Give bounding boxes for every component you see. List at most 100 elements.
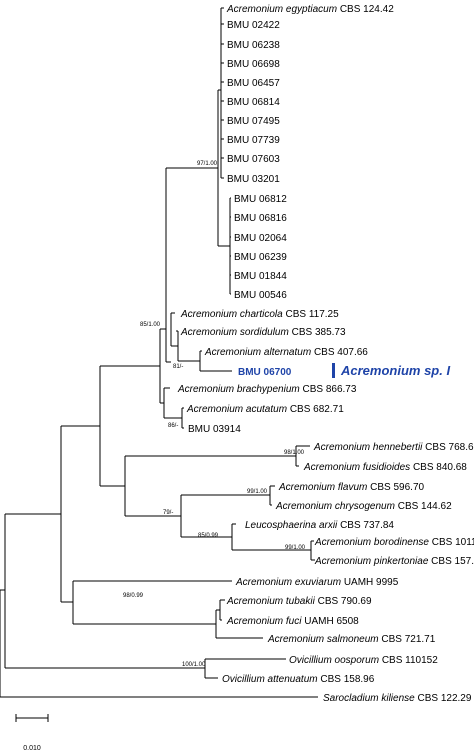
support-value: 100/1.00 xyxy=(182,662,206,668)
taxon-species-name: Acremonium exuviarum xyxy=(235,577,344,588)
taxon-species-name: Sarocladium kiliense xyxy=(323,693,418,704)
taxon-strain: BMU 00546 xyxy=(234,290,287,301)
taxon-strain: CBS 768.69 xyxy=(425,442,474,453)
taxon-label: Acremonium pinkertoniae CBS 157.70 xyxy=(314,556,474,567)
taxon-strain: BMU 02422 xyxy=(227,20,280,31)
taxon-label: Acremonium chrysogenum CBS 144.62 xyxy=(275,501,452,512)
taxon-label: Acremonium hennebertii CBS 768.69 xyxy=(313,442,474,453)
taxon-label: Acremonium salmoneum CBS 721.71 xyxy=(267,634,436,645)
support-value: 81/- xyxy=(173,364,183,370)
scale-bar-label: 0.010 xyxy=(23,745,41,752)
taxon-label: BMU 06816 xyxy=(234,213,287,224)
taxon-label: BMU 07495 xyxy=(227,116,280,127)
taxon-strain: BMU 07603 xyxy=(227,154,280,165)
taxon-label: Leucosphaerina arxii CBS 737.84 xyxy=(245,520,394,531)
taxon-label: Acremonium exuviarum UAMH 9995 xyxy=(235,577,399,588)
taxon-label: BMU 06700 xyxy=(238,367,292,378)
taxon-species-name: Acremonium egyptiacum xyxy=(226,4,340,15)
support-value: 85/0.99 xyxy=(198,533,219,539)
taxon-label: Acremonium acutatum CBS 682.71 xyxy=(186,404,344,415)
taxon-label: Acremonium brachypenium CBS 866.73 xyxy=(177,384,357,395)
taxon-strain: CBS 158.96 xyxy=(320,674,374,685)
taxon-strain: CBS 124.42 xyxy=(340,4,394,15)
taxon-species-name: Acremonium fuci xyxy=(226,616,304,627)
taxon-strain: CBS 157.70 xyxy=(431,556,474,567)
taxon-strain: BMU 03201 xyxy=(227,174,280,185)
taxon-strain: CBS 790.69 xyxy=(318,596,372,607)
support-value: 79/- xyxy=(163,510,173,516)
taxon-species-name: Acremonium acutatum xyxy=(186,404,290,415)
taxon-strain: UAMH 9995 xyxy=(344,577,399,588)
support-values: 97/1.0085/1.0081/-86/-98/1.0099/1.0079/-… xyxy=(123,161,306,668)
taxon-label: BMU 07603 xyxy=(227,154,280,165)
taxon-strain: BMU 02064 xyxy=(234,233,287,244)
taxon-label: BMU 07739 xyxy=(227,135,280,146)
taxon-strain: BMU 06238 xyxy=(227,40,280,51)
taxon-strain: CBS 385.73 xyxy=(292,327,346,338)
taxon-strain: CBS 117.25 xyxy=(285,309,339,320)
taxon-strain: CBS 682.71 xyxy=(290,404,344,415)
taxon-label: Acremonium fuci UAMH 6508 xyxy=(226,616,359,627)
taxon-label: Ovicillium oosporum CBS 110152 xyxy=(289,655,438,666)
taxon-species-name: Acremonium alternatum xyxy=(204,347,314,358)
taxon-species-name: Acremonium tubakii xyxy=(226,596,318,607)
taxon-strain: CBS 122.29 xyxy=(418,693,472,704)
taxon-label: BMU 03914 xyxy=(188,424,241,435)
taxon-label: BMU 06238 xyxy=(227,40,280,51)
taxon-label: Acremonium flavum CBS 596.70 xyxy=(278,482,425,493)
support-value: 97/1.00 xyxy=(197,161,218,167)
support-value: 85/1.00 xyxy=(140,322,161,328)
taxon-species-name: Acremonium fusidioides xyxy=(303,462,413,473)
taxon-strain: CBS 407.66 xyxy=(314,347,368,358)
taxon-strain: CBS 866.73 xyxy=(303,384,357,395)
taxon-strain: UAMH 6508 xyxy=(304,616,359,627)
taxon-species-name: Acremonium flavum xyxy=(278,482,370,493)
taxon-label: BMU 06698 xyxy=(227,59,280,70)
taxon-label: BMU 06457 xyxy=(227,78,280,89)
taxon-species-name: Leucosphaerina arxii xyxy=(245,520,340,531)
taxon-strain: CBS 840.68 xyxy=(413,462,467,473)
taxon-label: Acremonium alternatum CBS 407.66 xyxy=(204,347,368,358)
taxon-label: BMU 00546 xyxy=(234,290,287,301)
taxon-species-name: Acremonium hennebertii xyxy=(313,442,425,453)
taxon-species-name: Acremonium brachypenium xyxy=(177,384,303,395)
taxon-strain: CBS 110152 xyxy=(382,655,438,666)
taxon-strain: BMU 03914 xyxy=(188,424,241,435)
taxon-strain: CBS 144.62 xyxy=(398,501,452,512)
support-value: 99/1.00 xyxy=(285,545,306,551)
taxon-strain: BMU 01844 xyxy=(234,271,287,282)
taxon-species-name: Acremonium sordidulum xyxy=(180,327,292,338)
taxon-label: BMU 06812 xyxy=(234,194,287,205)
taxon-species-name: Acremonium charticola xyxy=(180,309,285,320)
taxon-strain: BMU 07739 xyxy=(227,135,280,146)
clade-bar xyxy=(332,363,335,378)
taxon-label: Acremonium tubakii CBS 790.69 xyxy=(226,596,372,607)
taxon-label: Acremonium fusidioides CBS 840.68 xyxy=(303,462,467,473)
taxon-species-name: Acremonium pinkertoniae xyxy=(314,556,431,567)
taxon-strain: BMU 06457 xyxy=(227,78,280,89)
taxon-strain: BMU 06239 xyxy=(234,252,287,263)
taxon-species-name: Acremonium salmoneum xyxy=(267,634,381,645)
taxon-label: BMU 03201 xyxy=(227,174,280,185)
taxon-strain: BMU 07495 xyxy=(227,116,280,127)
taxon-label: BMU 01844 xyxy=(234,271,287,282)
taxon-strain: BMU 06700 xyxy=(238,367,292,378)
taxon-species-name: Ovicillium oosporum xyxy=(289,655,382,666)
support-value: 99/1.00 xyxy=(247,489,268,495)
tree-branches xyxy=(0,7,318,698)
taxon-label: Ovicillium attenuatum CBS 158.96 xyxy=(222,674,375,685)
taxon-label: Acremonium egyptiacum CBS 124.42 xyxy=(226,4,394,15)
taxon-label: Sarocladium kiliense CBS 122.29 xyxy=(323,693,472,704)
taxon-species-name: Ovicillium attenuatum xyxy=(222,674,320,685)
taxon-species-name: Acremonium borodinense xyxy=(314,537,432,548)
taxon-label: Acremonium charticola CBS 117.25 xyxy=(180,309,339,320)
taxon-strain: BMU 06814 xyxy=(227,97,280,108)
taxon-label: BMU 02422 xyxy=(227,20,280,31)
support-value: 98/0.99 xyxy=(123,593,144,599)
support-value: 98/1.00 xyxy=(284,450,305,456)
taxon-strain: CBS 721.71 xyxy=(381,634,435,645)
taxon-label: BMU 02064 xyxy=(234,233,287,244)
taxon-strain: BMU 06812 xyxy=(234,194,287,205)
